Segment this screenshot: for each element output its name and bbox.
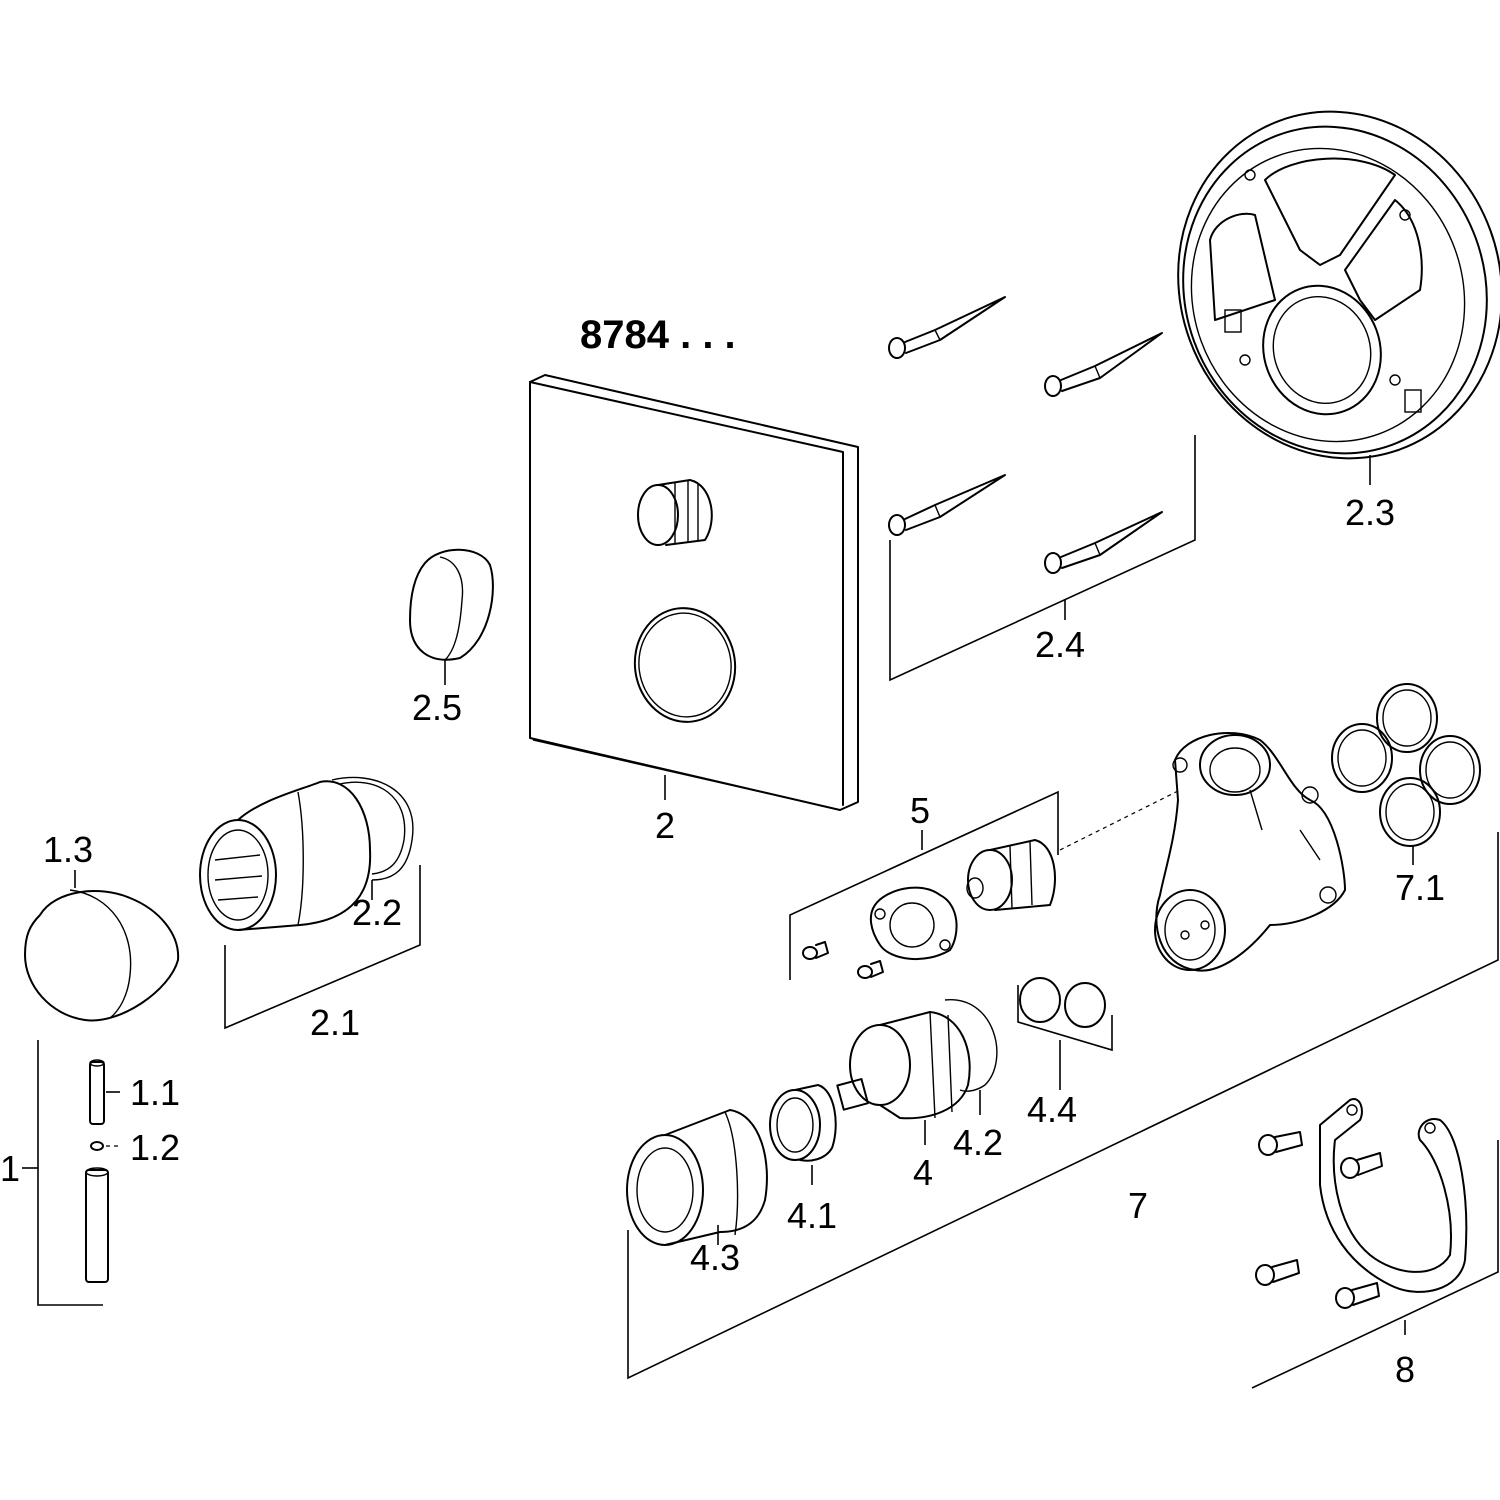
part-1-pin-assembly <box>22 1040 120 1306</box>
label-1: 1 <box>0 1148 20 1189</box>
part-4-1-nut <box>769 1084 837 1185</box>
part-2-cover-plate <box>529 374 859 811</box>
part-1-3-handle <box>24 870 180 1022</box>
part-7-1-o-rings <box>1331 683 1481 865</box>
part-4-4-seals <box>1017 977 1113 1090</box>
label-7: 7 <box>1128 1185 1148 1226</box>
part-2-3-mounting-frame <box>1177 110 1500 485</box>
part-2-1-sleeve <box>199 776 421 1030</box>
label-4: 4 <box>913 1152 933 1193</box>
label-2-5: 2.5 <box>412 687 462 728</box>
leader-part-7 <box>627 832 1499 1380</box>
label-2-4: 2.4 <box>1035 624 1085 665</box>
part-2-5-cap <box>409 548 494 685</box>
label-4-3: 4.3 <box>690 1237 740 1278</box>
label-2-1: 2.1 <box>310 1002 360 1043</box>
label-2-3: 2.3 <box>1345 492 1395 533</box>
part-4-3-sleeve <box>626 1109 768 1246</box>
part-4-cartridge <box>836 999 998 1145</box>
model-number-title: 8784 . . . <box>580 313 736 357</box>
label-7-1: 7.1 <box>1395 867 1445 908</box>
part-5-cartridge-set <box>789 789 1181 980</box>
label-2-2: 2.2 <box>352 892 402 933</box>
part-7-valve-body <box>1154 732 1346 972</box>
part-8-bracket-set <box>1251 1098 1499 1389</box>
label-1-3: 1.3 <box>43 829 93 870</box>
part-labels: 1 1.1 1.2 1.3 2 2.1 2.2 2.3 2.4 2.5 4 4.… <box>0 492 1445 1390</box>
label-4-2: 4.2 <box>953 1122 1003 1163</box>
label-8: 8 <box>1395 1349 1415 1390</box>
label-4-1: 4.1 <box>787 1195 837 1236</box>
label-2: 2 <box>655 805 675 846</box>
label-4-4: 4.4 <box>1027 1089 1077 1130</box>
part-2-4-screws <box>888 296 1196 682</box>
label-5: 5 <box>910 790 930 831</box>
label-1-2: 1.2 <box>130 1127 180 1168</box>
label-1-1: 1.1 <box>130 1072 180 1113</box>
